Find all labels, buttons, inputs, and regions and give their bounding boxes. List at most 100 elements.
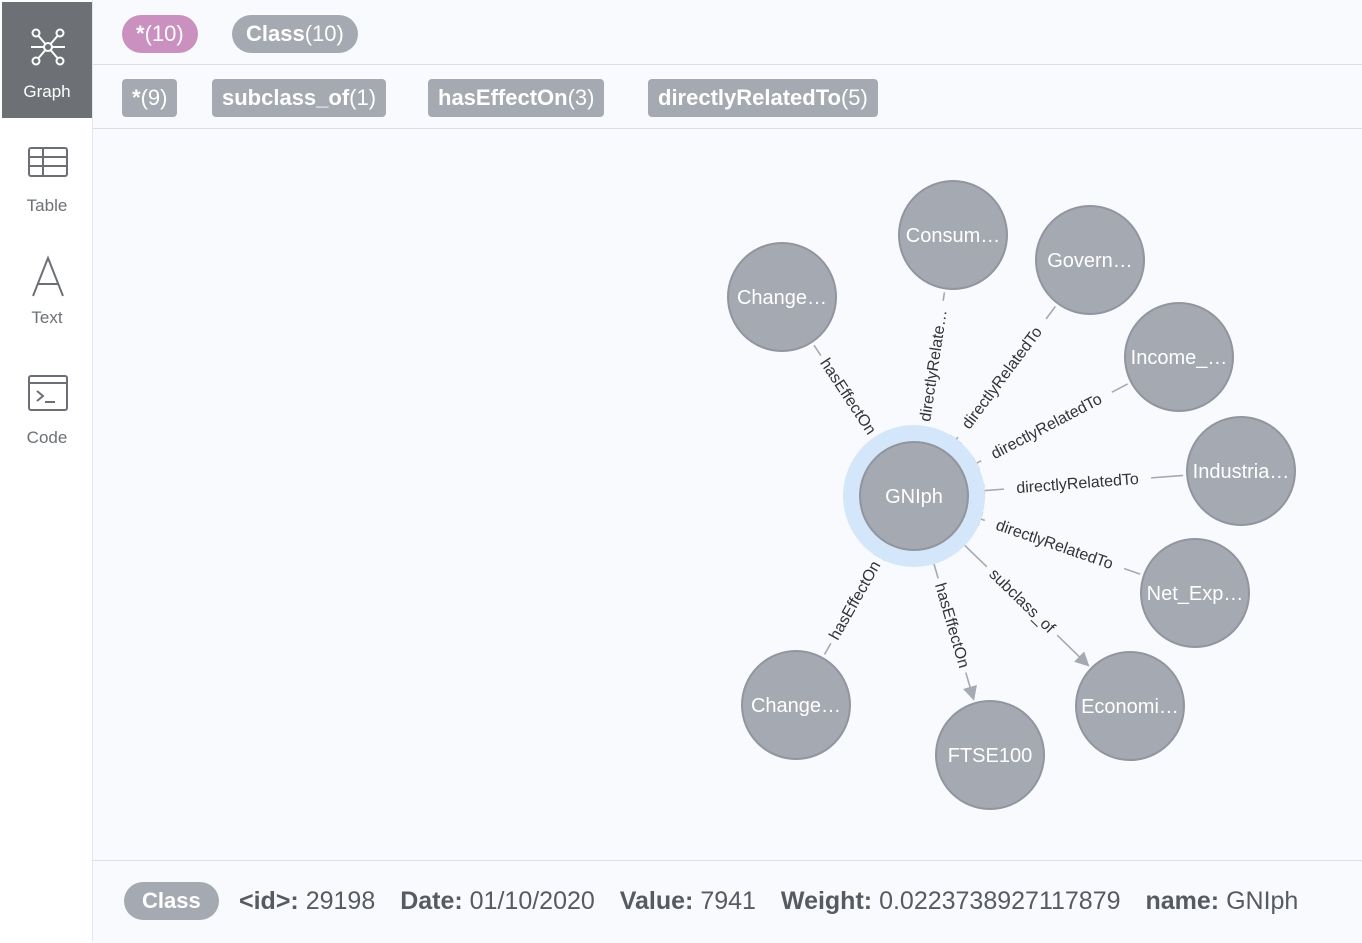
graph-node[interactable]: Net_Exp… [1140, 538, 1250, 648]
tag-name: directlyRelatedTo [658, 85, 841, 110]
node-labels-bar: *(10) Class(10) [93, 0, 1362, 65]
pill-count: (10) [304, 21, 344, 46]
edge-label-group: subclass_of [979, 559, 1065, 643]
rel-type-tag-directly-related-to[interactable]: directlyRelatedTo(5) [648, 79, 878, 117]
sidebar-item-table[interactable]: Table [2, 130, 92, 226]
edge-label-bg [949, 312, 1055, 444]
sidebar-item-text[interactable]: Text [2, 244, 92, 340]
edge-label: hasEffectOn [816, 356, 879, 439]
code-icon [28, 375, 68, 411]
graph-node[interactable]: Consum… [898, 180, 1008, 290]
graph-node[interactable]: Change… [741, 650, 851, 760]
graph-node[interactable]: Change… [727, 242, 837, 352]
edge-directlyRelatedTo[interactable]: directlyRelate… [913, 292, 954, 441]
edge-label: directlyRelate… [917, 308, 951, 422]
property-key: Date: [400, 887, 463, 915]
edge-label-bg [976, 383, 1117, 470]
node-circle[interactable] [898, 180, 1008, 290]
graph-node[interactable]: Govern… [1035, 205, 1145, 315]
graph-node-center[interactable]: GNIph [859, 441, 969, 551]
property-key: <id>: [239, 887, 299, 915]
property-weight: Weight: 0.0223738927117879 [781, 887, 1121, 915]
node-circle[interactable] [1186, 416, 1296, 526]
tag-count: (3) [567, 85, 595, 110]
node-label: Income_… [1131, 347, 1228, 369]
class-badge[interactable]: Class [124, 882, 219, 920]
sidebar-item-label: Graph [23, 82, 71, 101]
property-value-field: Value: 7941 [620, 887, 756, 915]
node-label-pill-class[interactable]: Class(10) [232, 15, 358, 53]
text-icon [32, 255, 64, 297]
edge-hasEffectOn[interactable]: hasEffectOn [812, 344, 884, 449]
node-label: Net_Exp… [1147, 583, 1244, 605]
node-label: Consum… [906, 225, 1000, 247]
edge-hasEffectOn[interactable]: hasEffectOn [822, 545, 888, 655]
relationship-types-bar: *(9) subclass_of(1) hasEffectOn(3) direc… [93, 66, 1362, 129]
rel-type-tag-has-effect-on[interactable]: hasEffectOn(3) [428, 79, 605, 117]
property-key: Value: [619, 887, 694, 915]
sidebar-item-label: Text [31, 308, 63, 327]
property-value: 01/10/2020 [469, 887, 595, 915]
edge-hasEffectOn[interactable]: hasEffectOn [928, 551, 977, 701]
property-list: <id>: 29198 Date: 01/10/2020 Value: 7941… [239, 887, 1316, 916]
pill-name: * [136, 21, 145, 46]
node-circle[interactable] [859, 441, 969, 551]
node-label: Govern… [1047, 250, 1133, 272]
edge-label-group: directlyRelatedTo [981, 510, 1128, 579]
edge-label: directlyRelatedTo [988, 391, 1105, 463]
node-circle[interactable] [1140, 538, 1250, 648]
sidebar: Graph Table Text Code [0, 0, 93, 942]
node-circle[interactable] [1075, 651, 1185, 761]
rel-type-tag-all[interactable]: *(9) [122, 79, 178, 117]
property-key: name: [1145, 887, 1220, 915]
node-label: Change… [737, 287, 827, 309]
node-circle[interactable] [1035, 205, 1145, 315]
property-value: 29198 [305, 887, 376, 915]
edge-label: directlyRelatedTo [959, 324, 1046, 433]
property-name: name: GNIph [1145, 887, 1298, 915]
edge-directlyRelatedTo[interactable]: directlyRelatedTo [970, 467, 1184, 500]
sidebar-item-code[interactable]: Code [2, 362, 92, 458]
edge-label-bg [812, 350, 884, 443]
edge-label-group: directlyRelatedTo [1003, 467, 1152, 500]
edge-label-bg [928, 575, 976, 676]
properties-footer: Class <id>: 29198 Date: 01/10/2020 Value… [93, 860, 1362, 943]
node-circle[interactable] [741, 650, 851, 760]
node-label: Industria… [1193, 461, 1290, 483]
node-circle[interactable] [727, 242, 837, 352]
tag-name: * [132, 85, 141, 110]
property-id: <id>: 29198 [239, 887, 375, 915]
node-label: GNIph [885, 486, 943, 508]
graph-panel: *(10) Class(10) *(9) subclass_of(1) hasE… [93, 0, 1362, 943]
node-label: FTSE100 [948, 745, 1032, 767]
graph-node[interactable]: FTSE100 [935, 700, 1045, 810]
edge-label-bg [1003, 467, 1152, 500]
edge-label-group: hasEffectOn [812, 350, 884, 443]
property-value: 7941 [700, 887, 756, 915]
edge-label: hasEffectOn [826, 558, 884, 643]
edge-label-group: hasEffectOn [928, 575, 976, 676]
graph-node[interactable]: Industria… [1186, 416, 1296, 526]
edge-label-bg [979, 559, 1065, 643]
graph-node[interactable]: Economi… [1075, 651, 1185, 761]
node-circle[interactable] [935, 700, 1045, 810]
rel-type-tag-subclass-of[interactable]: subclass_of(1) [212, 79, 387, 117]
pill-name: Class [246, 21, 305, 46]
node-circle[interactable] [1124, 302, 1234, 412]
edge-label-bg [822, 552, 888, 649]
tag-count: (9) [140, 85, 168, 110]
pill-count: (10) [144, 21, 184, 46]
property-key: Weight: [780, 887, 873, 915]
sidebar-item-label: Code [26, 428, 68, 447]
edge-label: subclass_of [985, 566, 1058, 637]
sidebar-item-graph[interactable]: Graph [2, 2, 92, 118]
edge-label-group: hasEffectOn [822, 552, 888, 649]
node-label: Change… [751, 695, 841, 717]
graph-node[interactable]: Income_… [1124, 302, 1234, 412]
sidebar-item-label: Table [26, 196, 68, 215]
edge-label: directlyRelatedTo [994, 517, 1116, 573]
node-label-pill-all[interactable]: *(10) [122, 15, 198, 53]
tag-count: (1) [349, 85, 377, 110]
